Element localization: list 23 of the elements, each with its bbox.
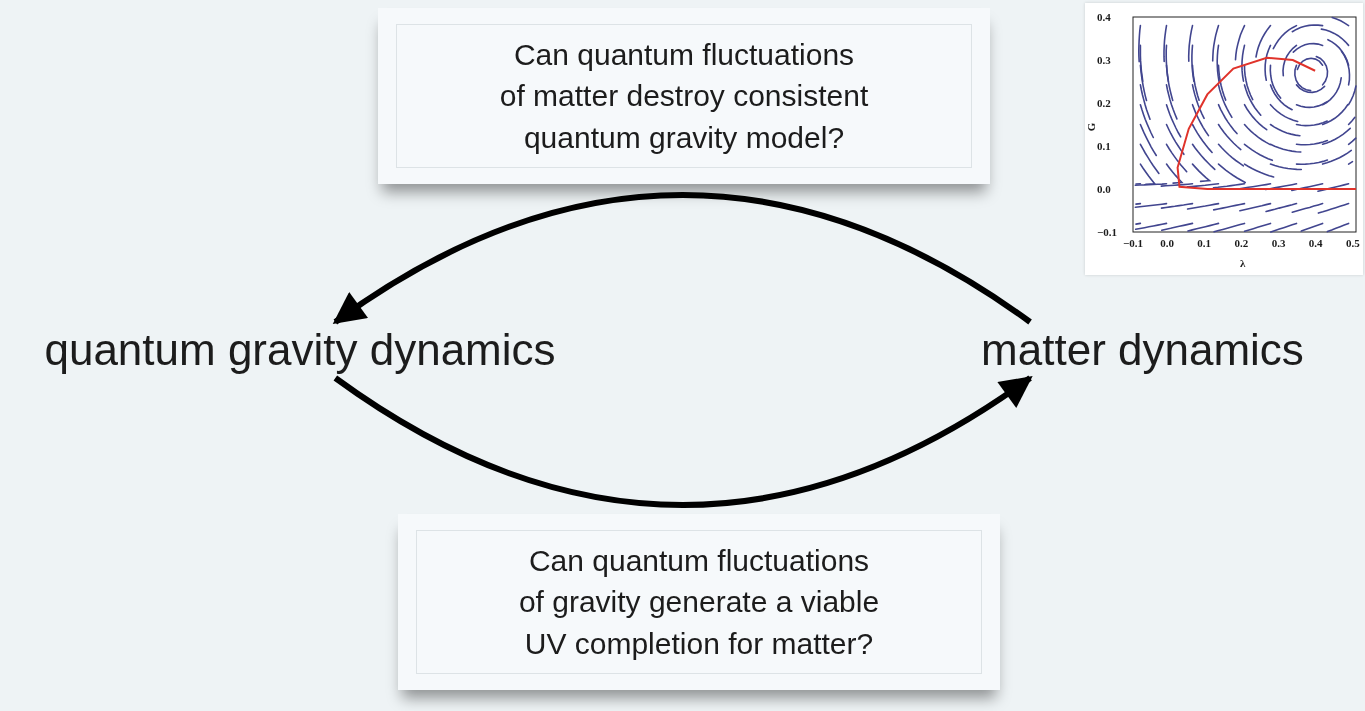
tick-label: 0.4 xyxy=(1308,237,1323,249)
curved-arrow xyxy=(332,192,1032,325)
question-text: Can quantum fluctuations of matter destroy consistent quantum gravity model? xyxy=(498,36,870,156)
tick-label: −0.1 xyxy=(1097,226,1118,238)
tick-label: 0.4 xyxy=(1097,11,1111,23)
tick-label: 0.1 xyxy=(1097,140,1111,152)
term-label: matter dynamics xyxy=(981,325,1304,375)
tick-label: 0.3 xyxy=(1097,54,1111,66)
tick-label: 0.2 xyxy=(1234,237,1249,249)
question-text: Can quantum fluctuations of gravity generate a viable UV completion for matter? xyxy=(517,542,881,662)
tick-label: 0.1 xyxy=(1197,237,1212,249)
term-label: quantum gravity dynamics xyxy=(44,325,556,375)
tick-label: λ xyxy=(1240,257,1246,269)
axis-label: G xyxy=(1085,122,1098,132)
tick-label: 0.2 xyxy=(1097,97,1111,109)
tick-label: 0.0 xyxy=(1160,237,1174,249)
tick-label: −0.1 xyxy=(1123,237,1144,249)
tick-label: 0.0 xyxy=(1097,183,1111,195)
question-card xyxy=(378,8,990,184)
question-card xyxy=(398,514,1000,690)
curved-arrow xyxy=(333,375,1033,508)
tick-label: 0.3 xyxy=(1271,237,1286,249)
tick-label: 0.5 xyxy=(1346,237,1360,249)
